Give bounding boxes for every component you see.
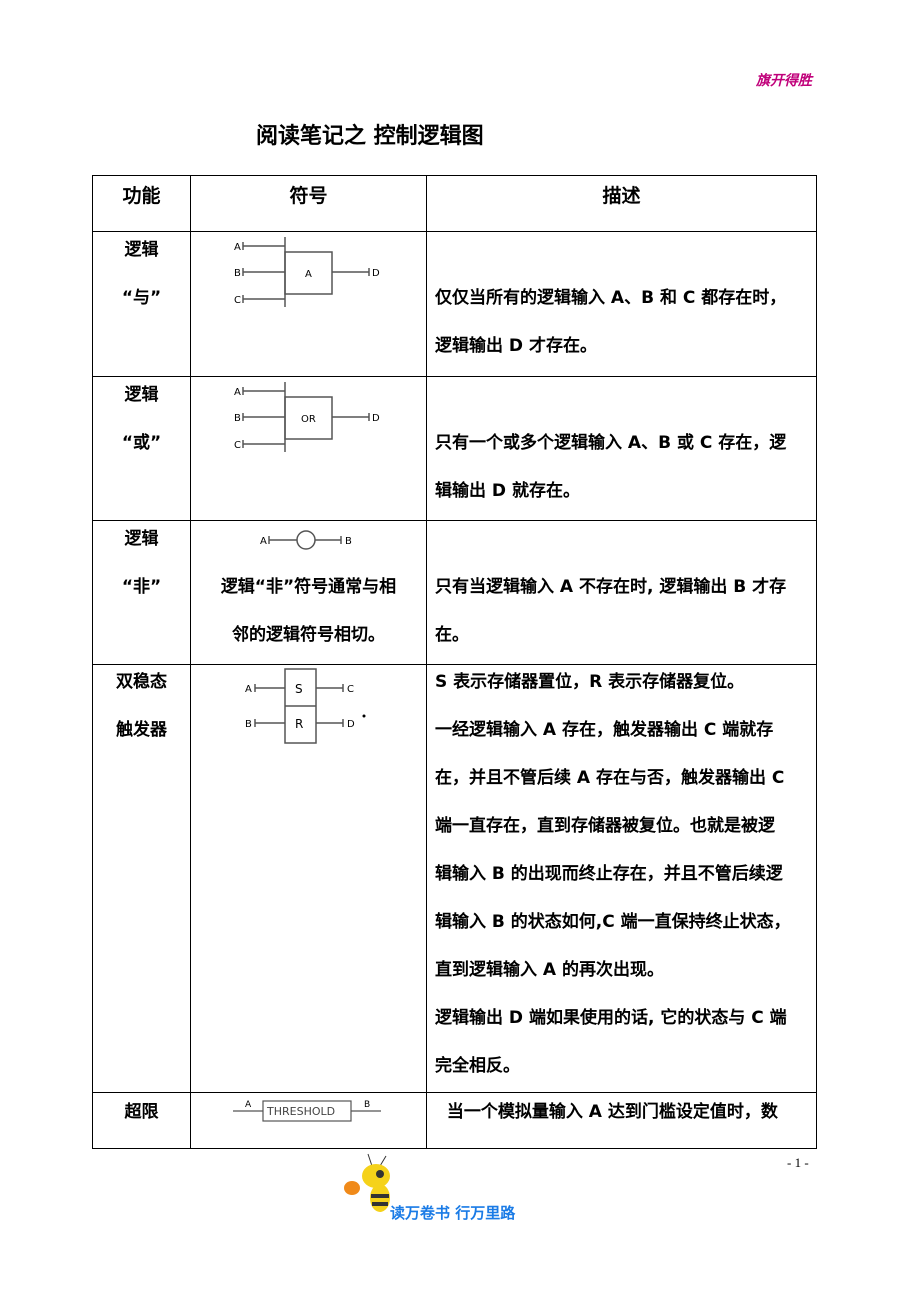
table-row-or: 逻辑 “或” A B C OR D 只有一个或多个逻辑输入 A、B 或 C 存在… xyxy=(93,376,816,520)
gate-label: S xyxy=(295,682,303,696)
input-label: A xyxy=(245,684,252,695)
output-label: D xyxy=(372,268,380,279)
description-line: 当一个模拟量输入 A 达到门槛设定值时，数 xyxy=(435,1102,778,1122)
threshold-symbol: A THRESHOLD B xyxy=(191,1093,427,1148)
function-label: 逻辑 xyxy=(124,529,159,549)
function-label: “非” xyxy=(121,577,162,597)
gate-label: A xyxy=(305,269,312,280)
function-label: 逻辑 xyxy=(124,385,159,405)
symbol-note: 邻的逻辑符号相切。 xyxy=(232,625,385,645)
header-function: 功能 xyxy=(93,176,191,231)
not-symbol: A B 逻辑“非”符号通常与相 邻的逻辑符号相切。 xyxy=(191,521,427,664)
description-line: 端一直存在，直到存储器被复位。也就是被逻 xyxy=(435,816,775,836)
symbol-note: 逻辑“非”符号通常与相 xyxy=(220,577,397,597)
description-line: 辑输出 D 就存在。 xyxy=(435,481,580,501)
function-label: 双稳态 xyxy=(116,672,167,692)
description-line: S 表示存储器置位，R 表示存储器复位。 xyxy=(435,672,745,692)
description-line xyxy=(427,371,816,419)
table-row-threshold: 超限 A THRESHOLD B 当一个模拟量输入 A 达到门槛设定值时，数 xyxy=(93,1092,816,1148)
output-label: C xyxy=(347,684,354,695)
description-line xyxy=(427,226,816,274)
input-label: B xyxy=(234,268,241,279)
input-label: A xyxy=(234,387,241,398)
output-label: B xyxy=(364,1100,370,1110)
output-label: B xyxy=(345,536,352,547)
description-line: 辑输入 B 的状态如何,C 端一直保持终止状态， xyxy=(435,912,791,932)
table-row-not: 逻辑 “非” A B 逻辑“非”符号通常与相 邻的逻辑符号相切。 只有当逻辑输入… xyxy=(93,520,816,664)
function-label: “与” xyxy=(121,288,162,308)
header-tag: 旗开得胜 xyxy=(756,73,812,89)
gate-label: THRESHOLD xyxy=(266,1105,335,1118)
description-line: 仅仅当所有的逻辑输入 A、B 和 C 都存在时， xyxy=(435,288,787,308)
bee-mascot-icon xyxy=(344,1153,390,1212)
header-symbol: 符号 xyxy=(191,176,427,231)
description-line: 在。 xyxy=(435,625,469,645)
gate-label: R xyxy=(295,717,303,731)
flipflop-symbol: A B S R C D xyxy=(191,665,427,1092)
function-label: 触发器 xyxy=(116,720,167,740)
output-label: D xyxy=(347,719,355,730)
description-line: 辑输入 B 的出现而终止存在，并且不管后续逻 xyxy=(435,864,783,884)
or-symbol: A B C OR D xyxy=(191,377,427,520)
description-line: 完全相反。 xyxy=(435,1056,520,1076)
table-row-and: 逻辑 “与” A B C A D 仅仅当所有的逻辑输入 A、B 和 C 都存在时… xyxy=(93,231,816,376)
description-line: 逻辑输出 D 端如果使用的话, 它的状态与 C 端 xyxy=(435,1008,787,1028)
description-line: 直到逻辑输入 A 的再次出现。 xyxy=(435,960,664,980)
input-label: B xyxy=(234,413,241,424)
description-line xyxy=(427,515,816,563)
function-label: “或” xyxy=(121,433,162,453)
input-label: B xyxy=(245,719,252,730)
table-header-row: 功能 符号 描述 xyxy=(93,176,816,231)
header-description: 描述 xyxy=(602,185,641,207)
and-symbol: A B C A D xyxy=(191,232,427,376)
gate-label: OR xyxy=(301,414,316,425)
description-line: 只有当逻辑输入 A 不存在时, 逻辑输出 B 才存 xyxy=(435,577,787,597)
function-label: 超限 xyxy=(124,1102,159,1122)
description-line: 在，并且不管后续 A 存在与否，触发器输出 C xyxy=(435,768,785,788)
description-line: 只有一个或多个逻辑输入 A、B 或 C 存在，逻 xyxy=(435,433,787,453)
page-number: - 1 - xyxy=(787,1155,809,1170)
input-label: C xyxy=(234,440,241,451)
input-label: A xyxy=(260,536,267,547)
description-line: 一经逻辑输入 A 存在，触发器输出 C 端就存 xyxy=(435,720,774,740)
output-label: D xyxy=(372,413,380,424)
logic-table: 功能 符号 描述 逻辑 “与” A B C A D 仅仅当所有的逻辑输入 A、B… xyxy=(92,175,817,1149)
input-label: C xyxy=(234,295,241,306)
page-title: 阅读笔记之 控制逻辑图 xyxy=(256,124,484,149)
input-label: A xyxy=(234,242,241,253)
description-line: 逻辑输出 D 才存在。 xyxy=(435,336,597,356)
input-label: A xyxy=(245,1100,252,1110)
footer-slogan: 读万卷书 行万里路 xyxy=(390,1204,516,1222)
table-row-flipflop: 双稳态 触发器 A B S R C D S 表示存储器置位，R 表示存储器复位。… xyxy=(93,664,816,1092)
function-label: 逻辑 xyxy=(124,240,159,260)
